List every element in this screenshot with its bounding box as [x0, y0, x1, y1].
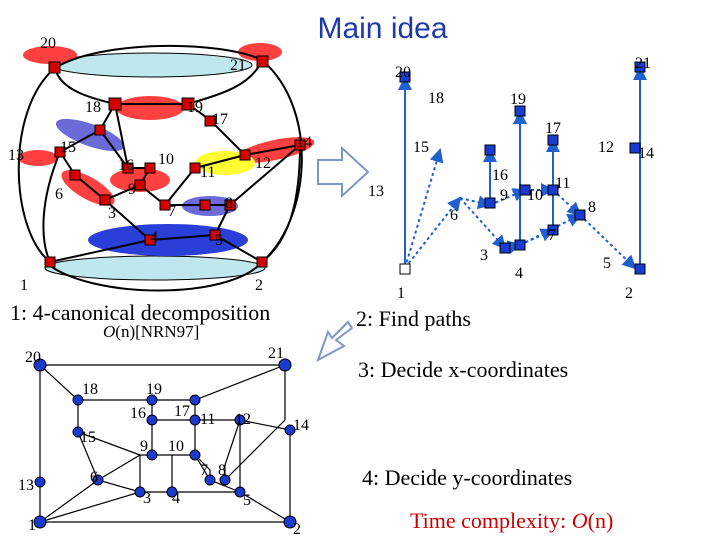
p-label-6: 6 [450, 207, 458, 224]
label-18: 18 [85, 99, 101, 116]
step3-caption: 3: Decide x-coordinates [358, 357, 569, 382]
region-bottom-band [44, 255, 266, 281]
p-label-19: 19 [510, 91, 526, 108]
p-label-8: 8 [588, 199, 596, 216]
p-label-17: 17 [545, 120, 561, 137]
label-9: 9 [128, 181, 136, 198]
g-label-5: 5 [243, 492, 251, 509]
g-label-3: 3 [143, 490, 151, 507]
label-4: 4 [150, 229, 158, 246]
label-20: 20 [40, 35, 56, 52]
label-2: 2 [255, 277, 263, 294]
step1-reference: O(n)[NRN97] [103, 322, 200, 341]
page-title: Main idea [317, 12, 448, 45]
label-8: 8 [225, 195, 233, 212]
p-label-16: 16 [492, 167, 508, 184]
g-label-2: 2 [293, 521, 301, 538]
label-19: 19 [187, 99, 203, 116]
g-label-20: 20 [25, 349, 41, 366]
region-4-5 [88, 224, 248, 256]
g-label-17: 17 [174, 403, 190, 420]
g-label-12: 12 [235, 411, 251, 428]
p-label-5: 5 [603, 255, 611, 272]
p-label-4: 4 [515, 265, 523, 282]
step1-caption: 1: 4-canonical decomposition [10, 300, 271, 325]
p-label-18: 18 [428, 90, 444, 107]
g-label-21: 21 [268, 345, 284, 362]
arrow-right-icon [317, 145, 370, 199]
g-label-18: 18 [82, 381, 98, 398]
p-label-2: 2 [625, 285, 633, 302]
g-label-6: 6 [90, 469, 98, 486]
label-11: 11 [200, 164, 215, 181]
g-label-10: 10 [168, 438, 184, 455]
step4-caption: 4: Decide y-coordinates [362, 465, 573, 490]
g-label-8: 8 [218, 462, 226, 479]
p-label-14: 14 [638, 145, 654, 162]
label-3: 3 [108, 205, 116, 222]
p-label-20: 20 [395, 64, 411, 81]
canonical-decomposition-graph: 20 21 18 19 17 15 14 13 16 10 11 12 9 6 … [8, 35, 315, 294]
g-label-4: 4 [172, 490, 180, 507]
g-label-16: 16 [130, 405, 146, 422]
g-label-13: 13 [18, 477, 34, 494]
g-label-11: 11 [200, 411, 215, 428]
p-label-10: 10 [527, 187, 543, 204]
label-13: 13 [8, 147, 24, 164]
p-label-7: 7 [548, 227, 556, 244]
label-21: 21 [230, 57, 246, 74]
label-1: 1 [20, 277, 28, 294]
p-label-9: 9 [500, 187, 508, 204]
p-label-13: 13 [368, 183, 384, 200]
region-vertex-20 [23, 46, 77, 64]
g-label-9: 9 [140, 438, 148, 455]
label-10: 10 [158, 151, 174, 168]
p-label-11: 11 [555, 175, 570, 192]
label-12: 12 [255, 155, 271, 172]
region-18-19 [116, 96, 184, 120]
label-17: 17 [212, 111, 228, 128]
g-label-14: 14 [293, 417, 309, 434]
arrow-left-icon [316, 320, 354, 363]
p-label-15: 15 [413, 139, 429, 156]
g-label-19: 19 [146, 381, 162, 398]
region-vertex-21 [238, 43, 282, 61]
paths-graph: 20 21 18 19 17 15 12 14 13 16 9 10 11 6 … [368, 55, 654, 302]
label-5: 5 [215, 232, 223, 249]
p-label-3: 3 [480, 247, 488, 264]
step2-caption: 2: Find paths [356, 306, 471, 331]
g-label-7: 7 [200, 462, 208, 479]
label-7: 7 [168, 203, 176, 220]
label-6: 6 [55, 186, 63, 203]
p-label-21: 21 [635, 55, 651, 72]
label-16: 16 [118, 157, 134, 174]
p-label-12: 12 [598, 139, 614, 156]
time-complexity: Time complexity: O(n) [410, 508, 614, 533]
g-label-15: 15 [80, 429, 96, 446]
g-label-1: 1 [28, 517, 36, 534]
label-15: 15 [60, 139, 76, 156]
p-label-1: 1 [397, 285, 405, 302]
region-13 [18, 150, 58, 166]
grid-drawing: 20 21 18 19 16 17 11 12 14 15 9 10 13 6 … [18, 345, 309, 538]
label-14: 14 [296, 134, 312, 151]
